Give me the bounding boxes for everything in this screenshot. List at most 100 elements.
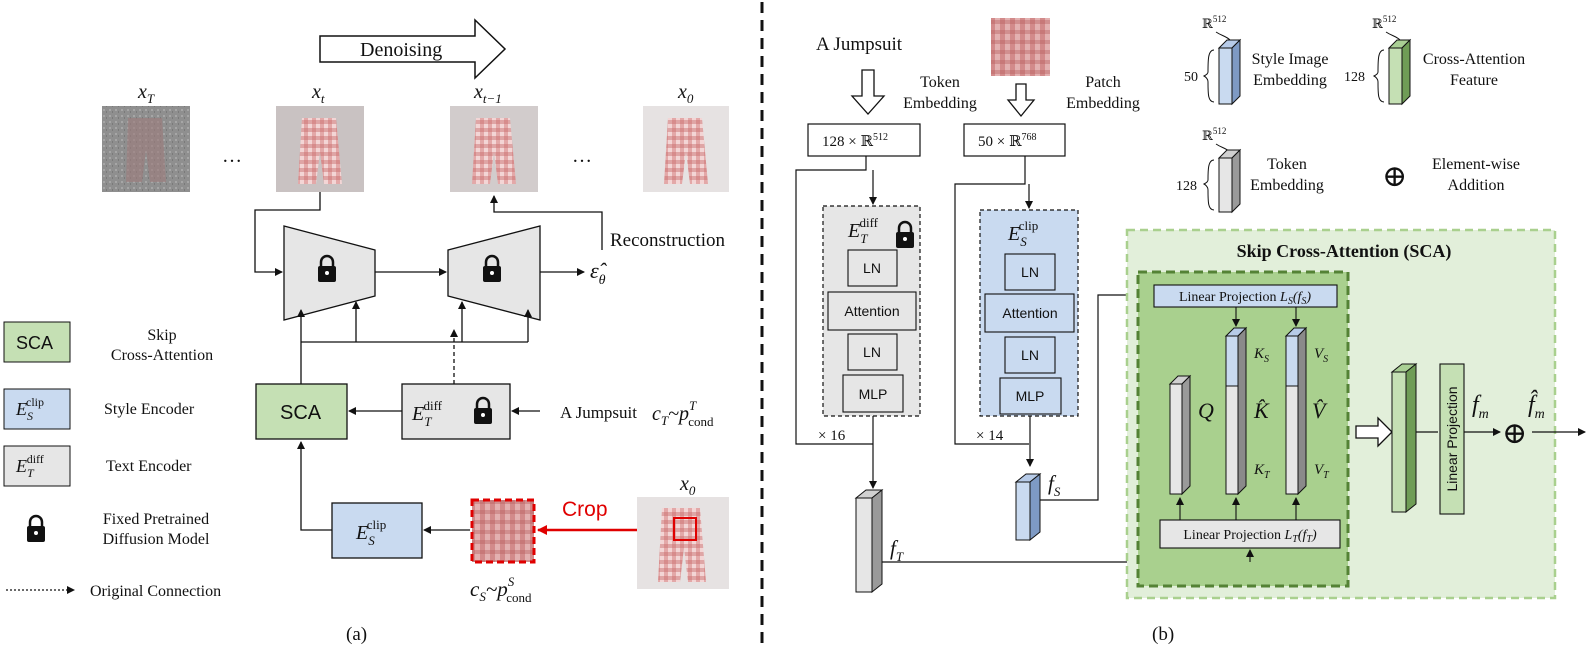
style-ln-2-label: LN	[1021, 347, 1039, 363]
style-attention-label: Attention	[1002, 305, 1057, 321]
linear-projection-top-label: Linear Projection LS(fS)	[1179, 290, 1311, 307]
lock-icon	[27, 514, 45, 542]
patch-dim-box	[963, 123, 1066, 157]
token-dim-label: 128 × ℝ512	[822, 132, 888, 150]
v-hat-label: V̂	[1312, 398, 1328, 423]
legend-sca-symbol: SCA	[16, 333, 53, 353]
panel-b: A Jumpsuit Token Embedding Patch Embeddi…	[795, 14, 1586, 645]
legend-lock-desc2: Diffusion Model	[103, 531, 210, 548]
sca-output-arrow	[1355, 416, 1393, 448]
k-hat-bar	[1224, 326, 1248, 496]
cross-attention-feature-bar	[1390, 362, 1418, 514]
legend-cross-dim: 128	[1344, 70, 1365, 85]
legend-lock-desc1: Fixed Pretrained	[103, 511, 209, 528]
legend-style-symbol: ESclip	[15, 395, 44, 423]
x0-bottom-label: x0	[679, 473, 696, 498]
legend-sca-swatch	[3, 321, 71, 363]
image-x0-top	[643, 106, 729, 192]
q-label: Q	[1198, 398, 1214, 423]
legend-style-label1: Style Image	[1252, 51, 1329, 68]
timestep-label-xT: xT	[137, 81, 155, 106]
f-t-embedding-bar	[854, 488, 884, 594]
v-hat-bar	[1284, 326, 1308, 496]
lock-icon	[896, 220, 914, 248]
style-patch-image	[991, 18, 1050, 76]
lock-icon	[318, 254, 336, 282]
k-hat-label: K̂	[1253, 398, 1270, 423]
q-bar	[1168, 374, 1192, 496]
vt-label: VT	[1314, 462, 1330, 481]
eps-theta-label: ε̂θ	[590, 258, 608, 288]
legend-cross-sup: ℝ512	[1372, 14, 1396, 31]
sca-block	[255, 383, 348, 440]
image-noisy-xT	[102, 106, 190, 192]
legend-style-desc: Style Encoder	[104, 401, 195, 418]
patch-dim-label: 50 × ℝ768	[978, 132, 1036, 150]
timestep-label-xt-1: xt−1	[473, 81, 502, 106]
legend-token-dim: 128	[1176, 179, 1197, 194]
text-ln-2	[847, 333, 898, 371]
legend-style-swatch	[3, 388, 71, 430]
denoising-label: Denoising	[360, 39, 442, 61]
legend-sca-desc2: Cross-Attention	[111, 347, 213, 364]
f-t-label: fT	[890, 536, 904, 564]
timestep-label-x0: x0	[677, 81, 694, 106]
legend-token-sup: ℝ512	[1202, 126, 1226, 143]
text-attention	[827, 291, 917, 331]
legend-add-label2: Addition	[1448, 177, 1505, 194]
lock-icon	[483, 254, 501, 282]
style-enc-title: ESclip	[1007, 218, 1038, 249]
vs-label: VS	[1314, 346, 1328, 365]
text-encoder-label: ETdiff	[411, 398, 443, 429]
lock-icon	[474, 396, 492, 424]
ks-label: KS	[1253, 346, 1269, 365]
linear-projection-bottom	[1159, 519, 1341, 549]
text-ln-1	[847, 249, 898, 287]
style-ln-1-label: LN	[1021, 264, 1039, 280]
linear-projection-vertical	[1439, 363, 1465, 515]
caption-b: (b)	[1152, 624, 1174, 645]
token-down-arrow	[850, 69, 886, 115]
style-ln-2	[1004, 336, 1056, 374]
legend-cross-label2: Feature	[1450, 72, 1498, 89]
text-ln-2-label: LN	[863, 344, 881, 360]
patch-down-arrow	[1006, 83, 1036, 118]
legend-style-dim: 50	[1184, 70, 1198, 85]
style-mlp	[999, 377, 1062, 415]
style-mlp-label: MLP	[1016, 388, 1045, 404]
style-attention	[984, 293, 1075, 333]
legend-element-wise-addition: ⊕ Element-wise Addition	[1382, 156, 1520, 194]
ellipsis-left: …	[222, 145, 242, 167]
legend-cross-attention-feature: ℝ512 128 Cross-Attention Feature	[1344, 14, 1525, 106]
text-repeat: × 16	[818, 428, 846, 444]
legend-dotted-desc: Original Connection	[90, 583, 221, 600]
denoising-arrow	[319, 18, 507, 80]
reconstruction-label: Reconstruction	[610, 230, 726, 251]
text-mlp	[842, 374, 904, 413]
legend-style-image-embedding: ℝ512 50 Style Image Embedding	[1184, 14, 1329, 106]
legend-style-label2: Embedding	[1253, 72, 1327, 89]
text-mlp-label: MLP	[859, 386, 888, 402]
legend-token-label2: Embedding	[1250, 177, 1324, 194]
text-ln-1-label: LN	[863, 260, 881, 276]
legend-token-label1: Token	[1267, 156, 1307, 173]
token-embedding-label2: Embedding	[903, 95, 977, 112]
token-embedding-label1: Token	[920, 74, 960, 91]
style-ln-1	[1004, 253, 1056, 291]
legend-token-embedding: ℝ512 128 Token Embedding	[1176, 126, 1324, 214]
linear-projection-bottom-label: Linear Projection LT(fT)	[1183, 528, 1317, 545]
panel-a: Denoising xT xt xt−1 x0 … …	[3, 18, 729, 645]
legend-cross-label1: Cross-Attention	[1423, 51, 1525, 68]
legend-add-symbol: ⊕	[1382, 160, 1407, 193]
legend-style-sup: ℝ512	[1202, 14, 1226, 31]
image-x0-bottom	[637, 497, 729, 589]
linear-projection-top	[1153, 284, 1338, 308]
ellipsis-right: …	[572, 145, 592, 167]
legend-text-desc: Text Encoder	[106, 458, 192, 475]
style-encoder-label: ESclip	[355, 517, 386, 548]
kt-label: KT	[1253, 462, 1271, 481]
legend-text-swatch	[3, 445, 71, 487]
image-xt-1	[450, 106, 538, 192]
